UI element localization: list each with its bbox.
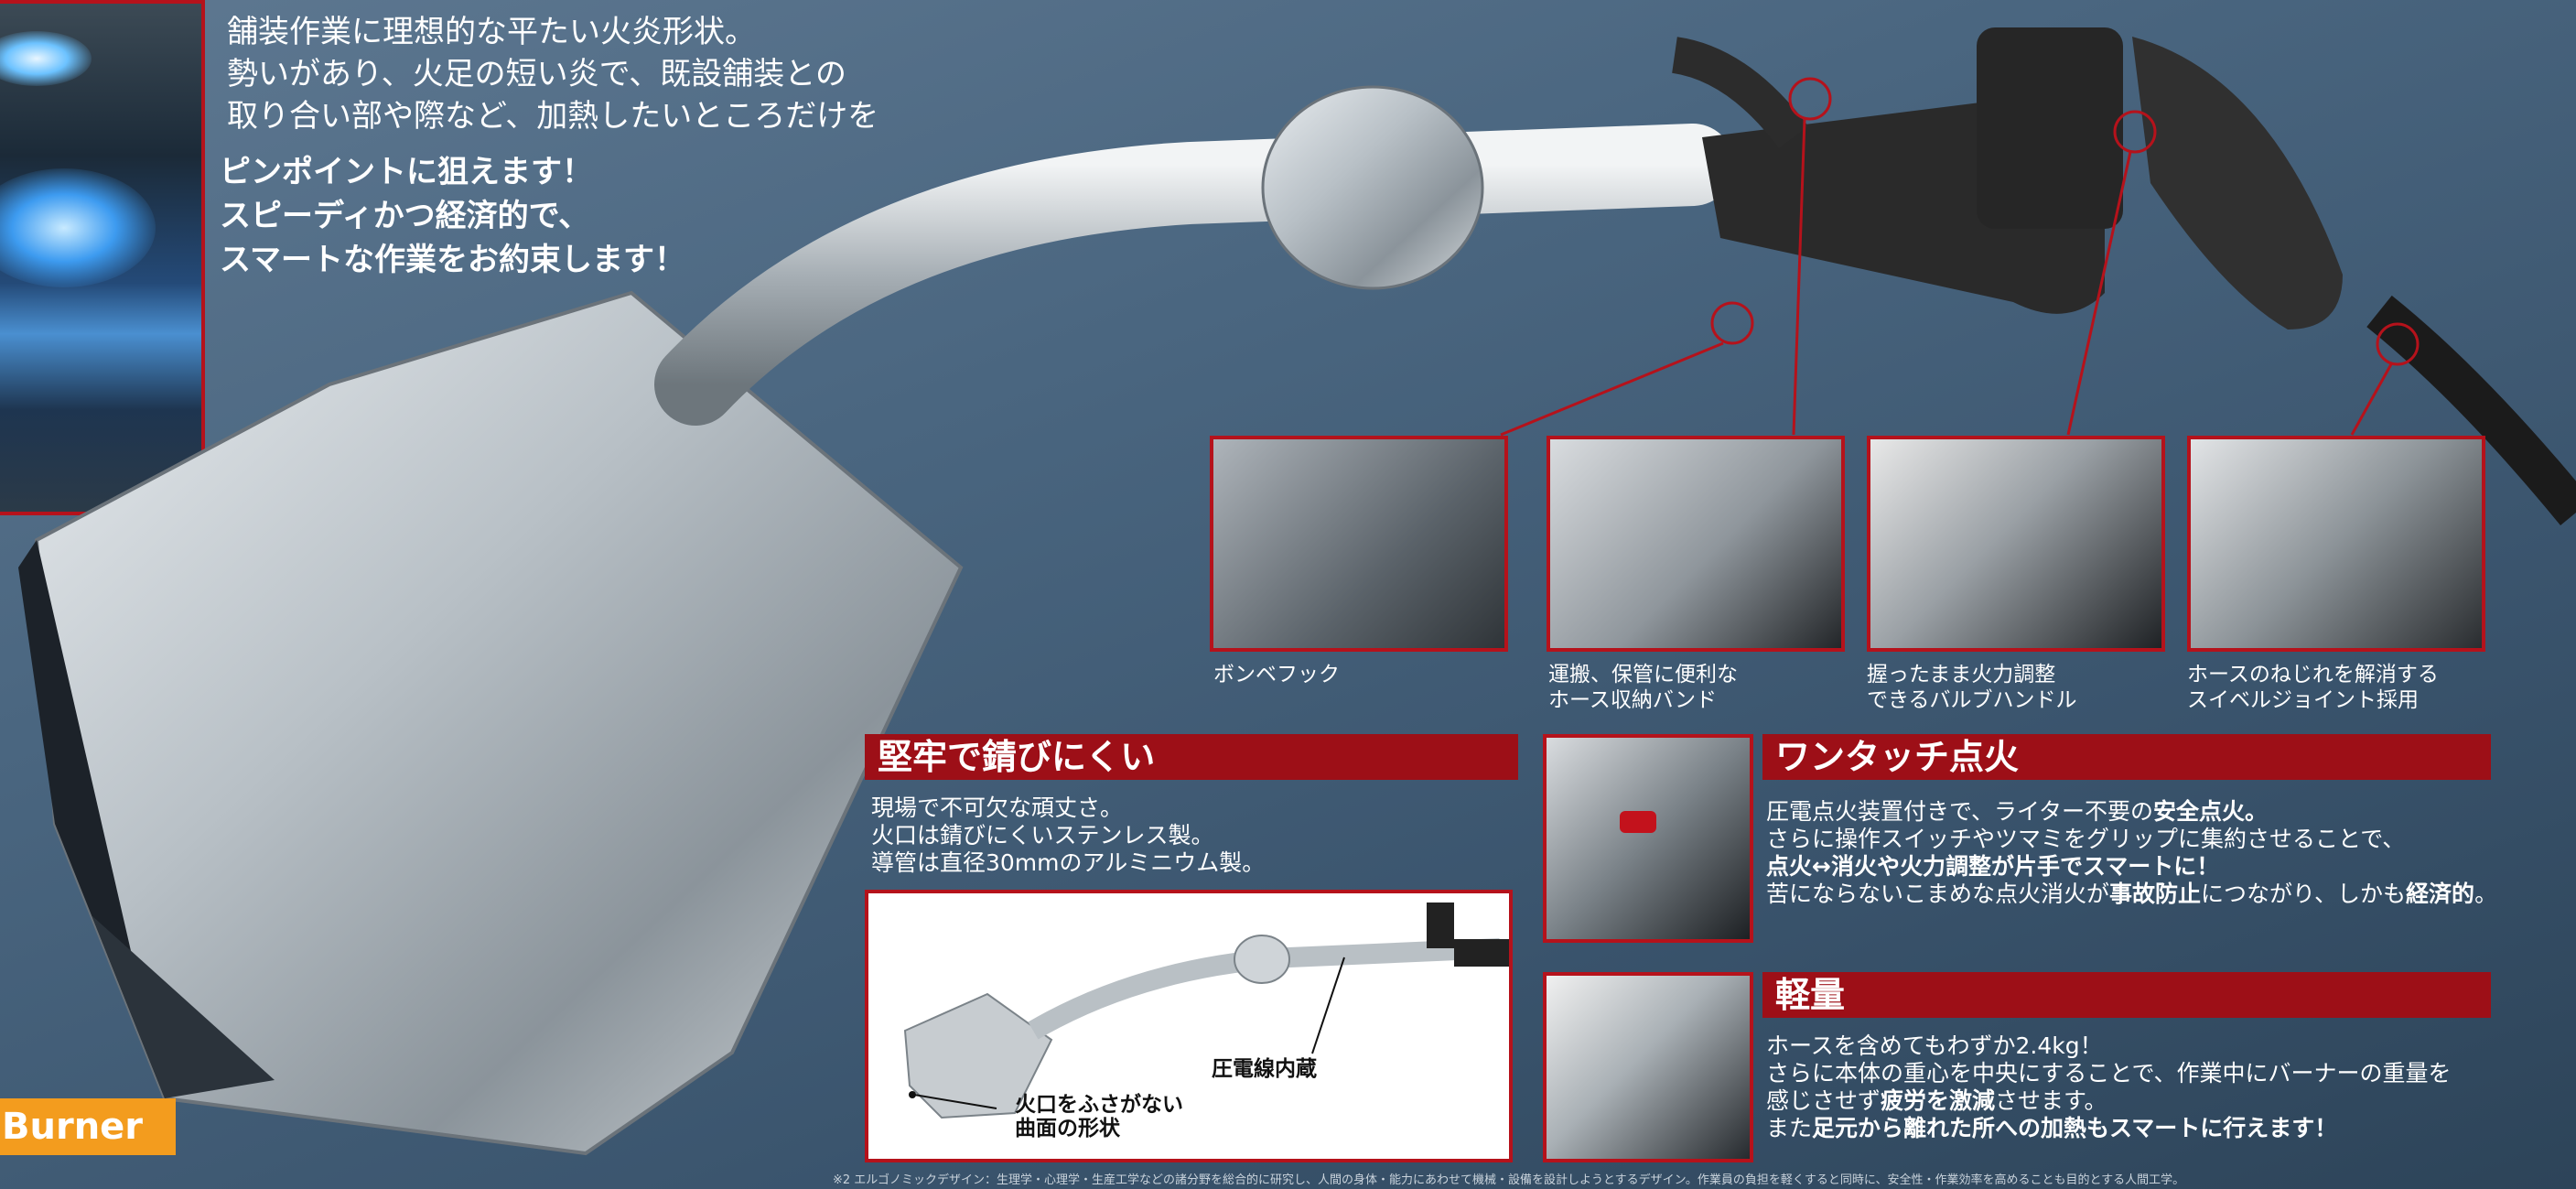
light-text-segment: 感じさせず bbox=[1766, 1087, 1881, 1114]
light-line-1: ホースを含めてもわずか2.4kg！ bbox=[1766, 1032, 2103, 1059]
flame-image-bottom bbox=[0, 168, 156, 287]
intro-bold-line: ピンポイントに狙えます！ bbox=[220, 154, 593, 190]
ignition-title: ワンタッチ点火 bbox=[1762, 734, 2491, 780]
ignition-line-3: 点火↔消火や火力調整が片手でスマートに！ bbox=[1766, 853, 2220, 880]
feature-caption-line: 握ったまま火力調整 bbox=[1867, 663, 2056, 686]
intro-bold-text: ピンポイントに狙えます！ スピーディかつ経済的で、 スマートな作業をお約束します… bbox=[220, 150, 685, 282]
ignition-text-bold: 経済的 bbox=[2406, 881, 2475, 907]
ignition-text: 圧電点火装置付きで、ライター不要の安全点火。 さらに操作スイッチやツマミをグリッ… bbox=[1766, 798, 2497, 908]
callout-curved-shape: 火口をふさがない 曲面の形状 bbox=[1015, 1093, 1183, 1140]
ignition-photo bbox=[1543, 734, 1753, 943]
intro-text: 舗装作業に理想的な平たい火炎形状。 勢いがあり、火足の短い炎で、既設舗装との 取… bbox=[227, 11, 878, 137]
light-title: 軽量 bbox=[1762, 972, 2491, 1018]
feature-photo-valve-handle bbox=[1867, 436, 2165, 652]
callout-line: 火口をふさがない bbox=[1015, 1093, 1183, 1117]
flame-photo bbox=[0, 0, 205, 515]
feature-caption-line: ホースのねじれを解消する bbox=[2187, 663, 2439, 686]
durable-line: 現場で不可欠な頑丈さ。 bbox=[871, 794, 1124, 821]
feature-caption-line: 運搬、保管に便利な bbox=[1548, 663, 1738, 686]
ignition-text-segment: につながり、しかも bbox=[2201, 881, 2407, 907]
ignition-text-bold: 事故防止 bbox=[2109, 881, 2202, 907]
feature-photo-swivel-joint bbox=[2187, 436, 2485, 652]
light-line-4: また足元から離れた所への加熱もスマートに行えます！ bbox=[1766, 1115, 2452, 1142]
ignition-text-segment: 苦にならないこまめな点火消火が bbox=[1766, 881, 2110, 907]
durable-line: 導管は直径30mmのアルミニウム製。 bbox=[871, 849, 1266, 876]
ignition-button-image bbox=[1620, 811, 1656, 833]
light-text-segment: また bbox=[1766, 1115, 1813, 1141]
ignition-line-2: さらに操作スイッチやツマミをグリップに集約させることで、 bbox=[1766, 826, 2406, 852]
ignition-text-segment: 。 bbox=[2474, 881, 2498, 907]
feature-caption-line: ボンベフック bbox=[1213, 663, 1340, 686]
durable-title: 堅牢で錆びにくい bbox=[865, 734, 1518, 780]
footnote: ※2 エルゴノミックデザイン：生理学・心理学・生産工学などの諸分野を総合的に研究… bbox=[833, 1173, 2185, 1187]
intro-line: 取り合い部や際など、加熱したいところだけを bbox=[227, 98, 879, 135]
light-line-2: さらに本体の重心を中央にすることで、作業中にバーナーの重量を bbox=[1766, 1060, 2452, 1086]
durable-text: 現場で不可欠な頑丈さ。 火口は錆びにくいステンレス製。 導管は直径30mmのアル… bbox=[871, 794, 1265, 877]
light-line-3: 感じさせず疲労を激減させます。 bbox=[1766, 1087, 2452, 1115]
light-text-bold: 足元から離れた所への加熱もスマートに行えます！ bbox=[1812, 1115, 2338, 1141]
feature-caption-line: スイベルジョイント採用 bbox=[2187, 688, 2419, 712]
light-text: ホースを含めてもわずか2.4kg！ さらに本体の重心を中央にすることで、作業中に… bbox=[1766, 1032, 2452, 1142]
light-text-segment: させます。 bbox=[1995, 1087, 2107, 1114]
feature-caption: ボンベフック bbox=[1213, 662, 1340, 687]
ignition-text-bold: 安全点火。 bbox=[2153, 798, 2269, 825]
ignition-line-1: 圧電点火装置付きで、ライター不要の安全点火。 bbox=[1766, 798, 2497, 826]
ignition-text-segment: 圧電点火装置付きで、ライター不要の bbox=[1766, 798, 2154, 825]
durable-inset-image: 圧電線内蔵 火口をふさがない 曲面の形状 bbox=[865, 890, 1513, 1162]
intro-line: 舗装作業に理想的な平たい火炎形状。 bbox=[227, 14, 756, 50]
burner-label: Burner bbox=[0, 1098, 176, 1155]
feature-caption-line: ホース収納バンド bbox=[1548, 688, 1717, 712]
light-text-bold: 疲労を激減 bbox=[1881, 1087, 1996, 1114]
intro-bold-line: スピーディかつ経済的で、 bbox=[220, 198, 590, 234]
flame-image-top bbox=[0, 31, 92, 86]
intro-bold-line: スマートな作業をお約束します！ bbox=[220, 242, 685, 278]
intro-line: 勢いがあり、火足の短い炎で、既設舗装との bbox=[227, 56, 846, 92]
light-photo bbox=[1543, 972, 1753, 1162]
burner-mini-illustration bbox=[903, 903, 1509, 1119]
feature-caption: ホースのねじれを解消する スイベルジョイント採用 bbox=[2187, 662, 2439, 713]
ignition-line-4: 苦にならないこまめな点火消火が事故防止につながり、しかも経済的。 bbox=[1766, 881, 2497, 908]
feature-photo-cylinder-hook bbox=[1210, 436, 1508, 652]
feature-caption: 運搬、保管に便利な ホース収納バンド bbox=[1548, 662, 1738, 713]
durable-line: 火口は錆びにくいステンレス製。 bbox=[871, 822, 1214, 849]
feature-caption-line: できるバルブハンドル bbox=[1867, 688, 2077, 712]
feature-photo-hose-band bbox=[1547, 436, 1845, 652]
callout-piezo: 圧電線内蔵 bbox=[1212, 1057, 1317, 1081]
feature-caption: 握ったまま火力調整 できるバルブハンドル bbox=[1867, 662, 2077, 713]
callout-line: 曲面の形状 bbox=[1015, 1117, 1120, 1140]
